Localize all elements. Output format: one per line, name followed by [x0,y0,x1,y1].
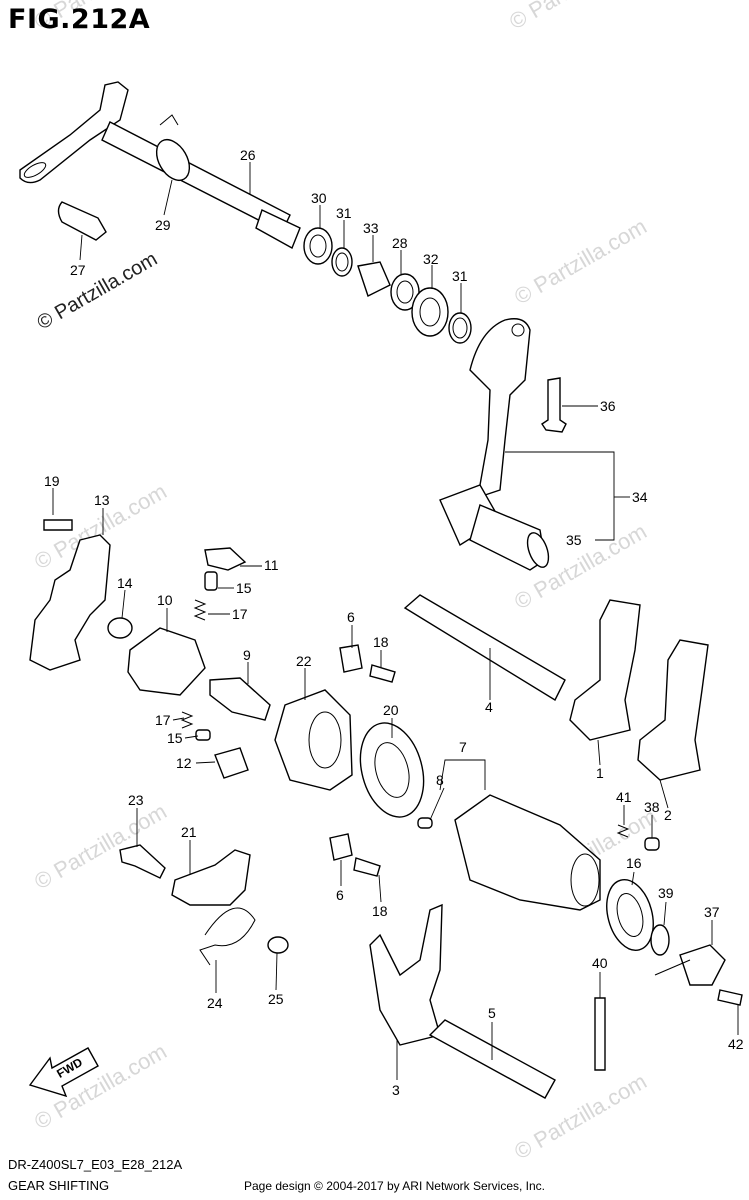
callout-22: 22 [296,653,312,669]
callout-16: 16 [626,855,642,871]
callout-42: 42 [728,1036,744,1052]
figure-code: DR-Z400SL7_E03_E28_212A [8,1157,183,1172]
spring-24 [199,907,256,966]
pin-9 [209,677,271,721]
figure-caption: GEAR SHIFTING [8,1178,110,1193]
callout-6: 6 [347,609,355,625]
pin-15 [204,571,218,591]
figure-title: FIG.212A [8,4,151,35]
callout-29: 29 [155,217,171,233]
callout-37: 37 [704,904,720,920]
callout-10: 10 [157,592,173,608]
bearing-16 [606,879,654,951]
callout-28: 28 [392,235,408,251]
washer-14 [107,617,133,639]
watermark: © Partzilla.com [30,799,171,895]
cam-22 [274,689,353,791]
callout-24: 24 [207,995,223,1011]
callout-2: 2 [664,807,672,823]
callout-5: 5 [488,1005,496,1021]
bolt-36 [541,377,567,433]
callout-39: 39 [658,885,674,901]
sensor-37 [679,944,726,986]
callout-33: 33 [363,220,379,236]
pin-27 [57,201,107,241]
shift-fork-shaft-4 [403,594,566,701]
callout-23: 23 [128,792,144,808]
shift-fork-shaft-5 [428,1019,556,1099]
pin-8 [417,817,433,829]
spring-17 [180,711,194,729]
callout-11: 11 [264,557,279,573]
callout-4: 4 [485,699,493,715]
callout-1: 1 [596,765,604,781]
plate-6 [329,833,353,861]
shift-fork-2 [637,639,709,781]
callout-41: 41 [616,789,632,805]
callout-18b: 18 [372,903,388,919]
callout-36: 36 [600,398,616,414]
stopper-arm-21 [171,849,251,906]
bolt-23 [119,844,166,879]
shift-fork-1 [569,599,641,741]
watermark: © Partzilla.com [505,0,646,34]
page-credit: Page design © 2004-2017 by ARI Network S… [244,1179,546,1193]
callout-17: 17 [232,606,248,622]
callout-34: 34 [632,489,648,505]
plate-6 [339,644,363,673]
pin-38 [644,837,660,851]
callout-18: 18 [373,634,389,650]
retainer-12 [214,747,249,779]
shift-drum-7 [454,794,601,911]
callout-15b: 15 [167,730,183,746]
callout-7: 7 [459,739,467,755]
washer-25 [267,936,289,954]
callout-6b: 6 [336,887,344,903]
callout-25: 25 [268,991,284,1007]
callout-15: 15 [236,580,252,596]
callout-12: 12 [176,755,192,771]
callout-8: 8 [436,772,444,788]
callout-26: 26 [240,147,256,163]
screw-18 [353,857,381,877]
pin-15 [195,729,211,741]
stopper-plate-13 [29,534,111,671]
pawl-lifter-10 [127,627,206,696]
shift-lever-34 [439,318,550,571]
callout-9: 9 [243,647,251,663]
callout-21: 21 [181,824,197,840]
callout-40: 40 [592,955,608,971]
callout-30: 30 [311,190,327,206]
spring-17 [193,599,207,621]
screw-18 [369,664,396,683]
callout-3: 3 [392,1082,400,1098]
spring-41 [616,824,630,838]
callout-27: 27 [70,262,86,278]
callout-19: 19 [44,473,60,489]
bearing-20 [359,722,425,818]
watermark: © Partzilla.com [510,214,651,310]
callouts: 26 29 27 30 31 33 28 32 31 36 34 35 19 1… [44,147,744,1098]
callout-20: 20 [383,702,399,718]
pawl-11 [204,547,247,571]
callout-14: 14 [117,575,133,591]
lead-wire-40 [594,997,606,1071]
callout-38: 38 [644,799,660,815]
screw-19 [43,519,73,531]
o-ring-39 [650,924,670,956]
callout-13: 13 [94,492,110,508]
callout-17b: 17 [155,712,171,728]
callout-35: 35 [566,532,582,548]
shaft-seals-30-32 [303,227,472,344]
callout-31: 31 [336,205,352,221]
gearshift-shaft-26 [19,81,301,249]
callout-31b: 31 [452,268,468,284]
callout-32: 32 [423,251,439,267]
leader-lines [52,162,739,1080]
partzilla-watermark: © Partzilla.com [34,248,162,334]
bolt-42 [717,989,743,1006]
shift-fork-3 [369,903,443,1046]
